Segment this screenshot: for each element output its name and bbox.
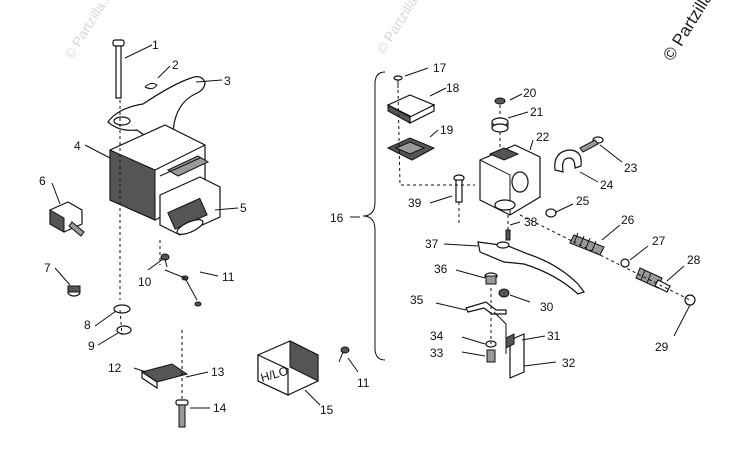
callout-19: 19 xyxy=(440,123,454,137)
callout-25: 25 xyxy=(576,194,590,208)
callout-38: 38 xyxy=(524,215,538,229)
callout-23: 23 xyxy=(624,161,638,175)
callout-17: 17 xyxy=(433,61,447,75)
part-11a-screws xyxy=(164,269,202,307)
part-12-bracket xyxy=(140,363,189,390)
callout-34: 34 xyxy=(430,329,444,343)
callout-22: 22 xyxy=(536,130,550,144)
part-30-washer xyxy=(498,288,510,298)
part-25-washer xyxy=(545,208,557,218)
part-26-spring xyxy=(569,232,605,256)
part-14-bolt xyxy=(175,399,189,428)
part-35-bracket xyxy=(465,301,507,354)
callout-16: 16 xyxy=(330,211,344,225)
callout-5: 5 xyxy=(240,201,247,215)
callout-6: 6 xyxy=(39,174,46,188)
callout-36: 36 xyxy=(434,262,448,276)
part-7-nut xyxy=(67,285,81,297)
part-15-hilo-switch: H/LO xyxy=(257,340,319,396)
part-32-brake-switch xyxy=(505,333,525,379)
callout-18: 18 xyxy=(446,81,460,95)
callout-33: 33 xyxy=(430,346,444,360)
watermark-left: © Partzilla.com xyxy=(61,0,125,62)
part-20-cap xyxy=(494,97,506,105)
callout-28: 28 xyxy=(687,253,701,267)
callout-27: 27 xyxy=(652,234,666,248)
callout-2: 2 xyxy=(172,58,179,72)
callout-3: 3 xyxy=(224,74,231,88)
part-28-piston xyxy=(635,267,671,293)
callout-39: 39 xyxy=(408,196,422,210)
part-10-screw xyxy=(160,253,170,268)
part-38-pin xyxy=(505,229,511,241)
callout-15: 15 xyxy=(320,403,334,417)
callout-4: 4 xyxy=(74,139,81,153)
callout-37: 37 xyxy=(425,237,439,251)
callout-32: 32 xyxy=(562,356,576,370)
part-21-reservoir-cap xyxy=(491,117,509,133)
callout-10: 10 xyxy=(138,275,152,289)
part-24-clamp xyxy=(554,149,582,173)
callout-26: 26 xyxy=(621,213,635,227)
part-3-lever xyxy=(107,76,206,144)
callout-8: 8 xyxy=(84,318,91,332)
callout-7: 7 xyxy=(44,261,51,275)
part-27-washer xyxy=(620,258,630,268)
bracket-16 xyxy=(362,71,386,361)
watermark-center: © Partzilla.com xyxy=(373,0,437,57)
part-23-bolt xyxy=(579,136,604,153)
part-37-brake-lever xyxy=(477,241,585,295)
part-29-seal xyxy=(684,294,696,306)
part-11b-screw xyxy=(338,346,350,363)
part-1-pin xyxy=(112,39,125,99)
part-8-washer xyxy=(113,304,131,314)
callout-30: 30 xyxy=(540,300,554,314)
callout-29: 29 xyxy=(655,340,669,354)
part-5-boot xyxy=(159,176,221,236)
part-39-bolt xyxy=(453,174,465,203)
callout-13: 13 xyxy=(211,365,225,379)
part-6-connector xyxy=(49,201,85,237)
callout-1: 1 xyxy=(152,38,159,52)
callout-21: 21 xyxy=(530,105,544,119)
part-22-master-cylinder xyxy=(479,144,541,216)
callout-20: 20 xyxy=(523,86,537,100)
callout-12: 12 xyxy=(108,361,122,375)
part-9-lockwasher xyxy=(116,325,132,335)
part-36-screw xyxy=(484,272,498,285)
callout-35: 35 xyxy=(410,293,424,307)
part-17-screw xyxy=(393,75,403,88)
watermark-right: © Partzilla.com xyxy=(659,0,736,64)
callout-11a: 11 xyxy=(222,270,235,284)
callout-31: 31 xyxy=(547,329,561,343)
callout-11b: 11 xyxy=(357,376,370,390)
part-2-clip xyxy=(144,82,158,90)
part-18-cover xyxy=(386,94,436,124)
part-19-gasket xyxy=(386,137,436,161)
callout-24: 24 xyxy=(600,178,614,192)
callout-9: 9 xyxy=(88,339,95,353)
part-33-screw xyxy=(486,349,496,363)
callout-14: 14 xyxy=(213,401,227,415)
